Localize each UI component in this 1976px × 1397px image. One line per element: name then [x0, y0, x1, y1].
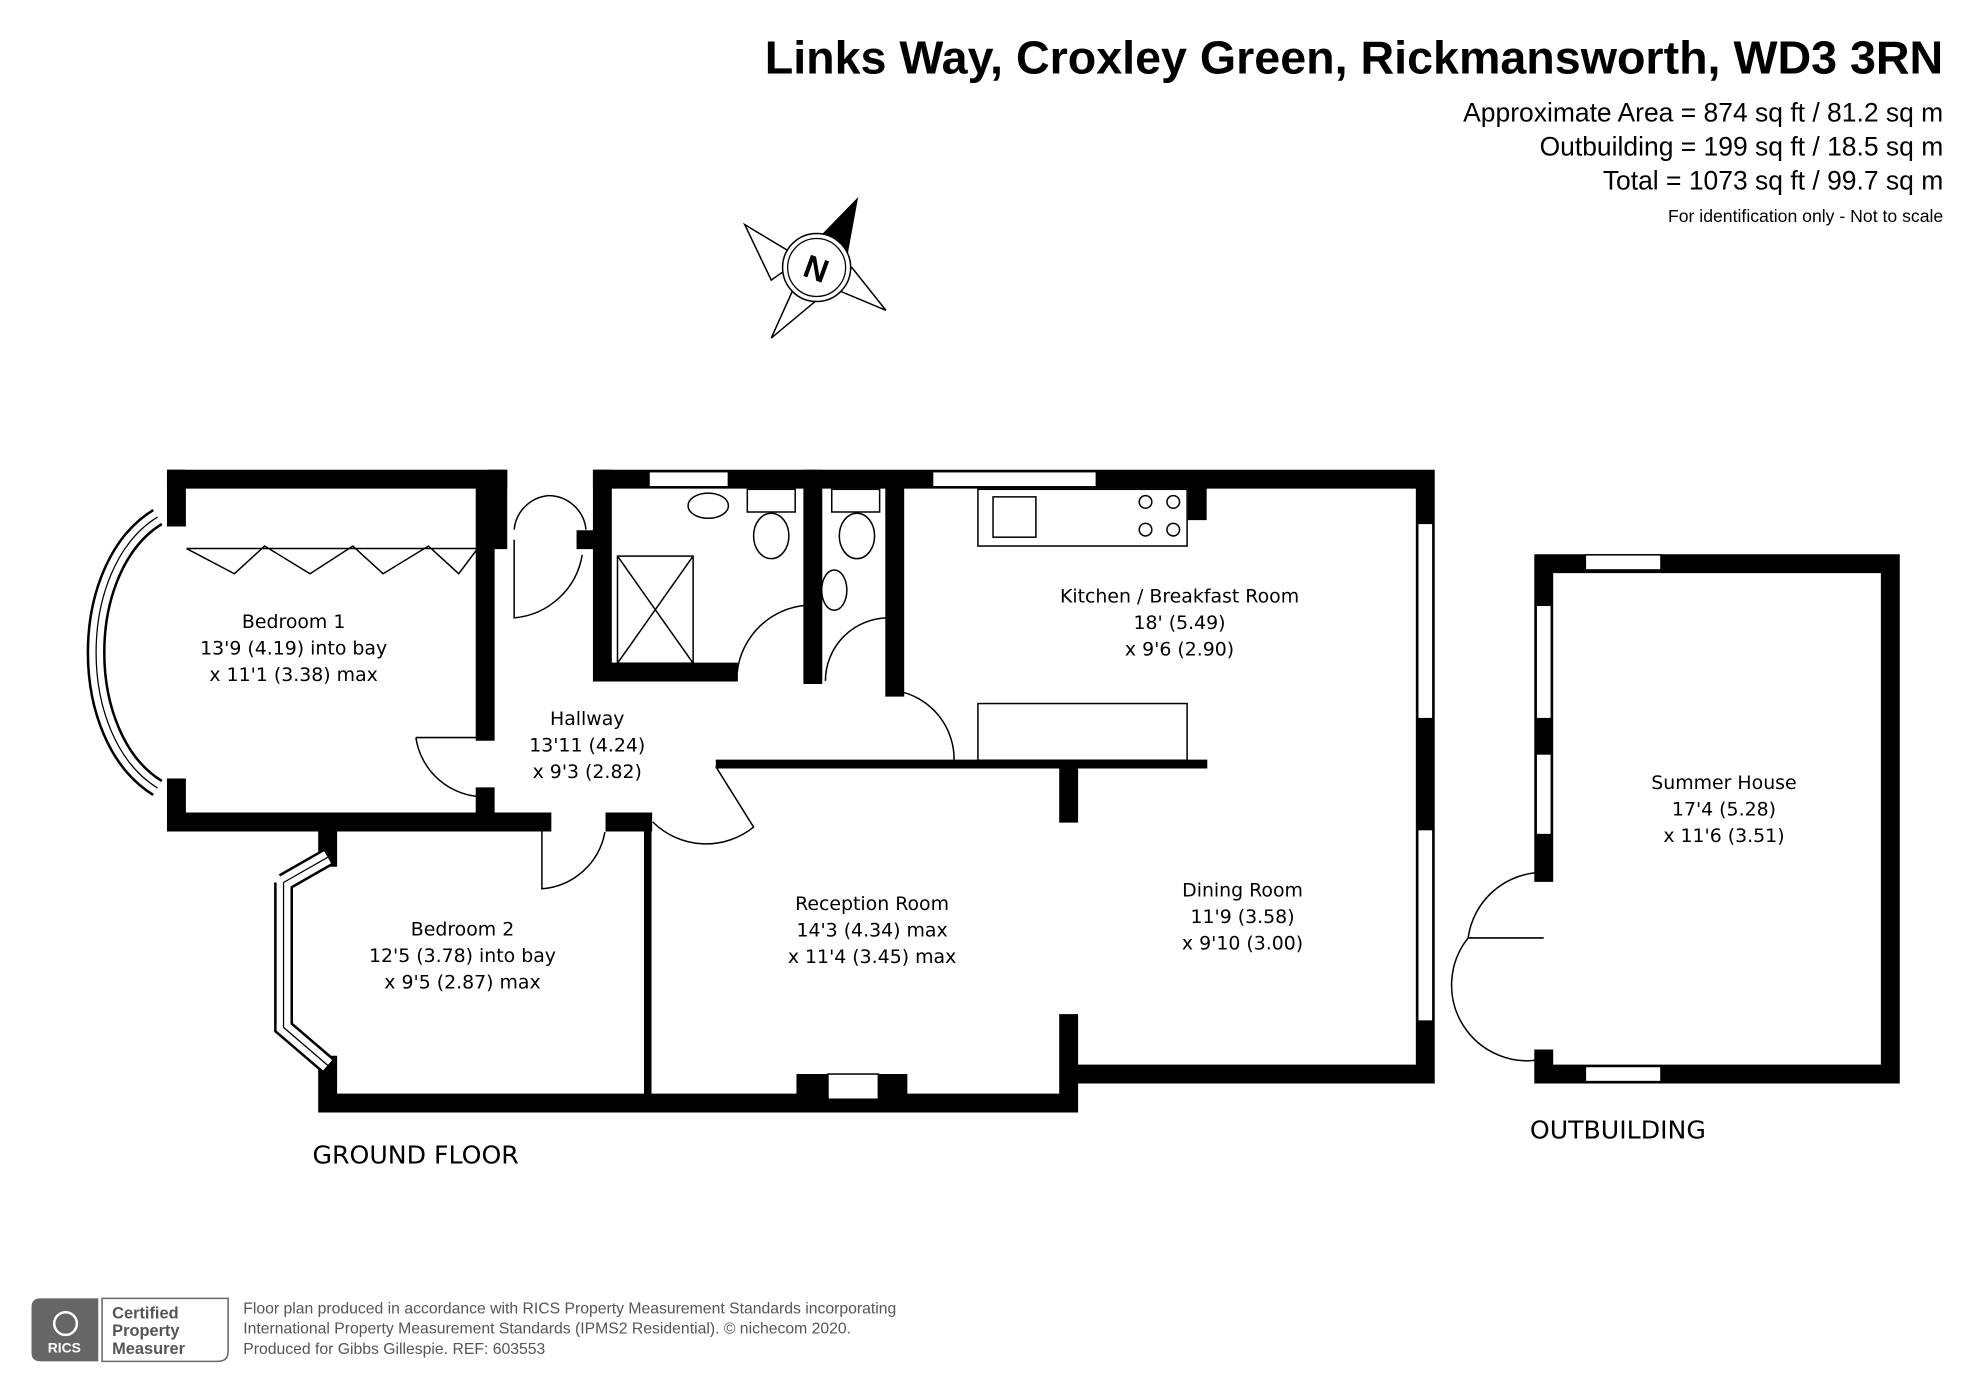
- svg-text:Summer House: Summer House: [1651, 772, 1796, 794]
- svg-text:Certified: Certified: [112, 1305, 178, 1323]
- svg-text:x 11'4 (3.45) max: x 11'4 (3.45) max: [788, 946, 956, 968]
- svg-text:Measurer: Measurer: [112, 1340, 185, 1358]
- svg-text:14'3 (4.34) max: 14'3 (4.34) max: [796, 920, 947, 942]
- room-dining: Dining Room 11'9 (3.58) x 9'10 (3.00): [1182, 879, 1303, 954]
- ground-floor-walls: [86, 469, 1435, 1113]
- svg-text:x 11'1 (3.38) max: x 11'1 (3.38) max: [209, 664, 377, 686]
- svg-text:Bedroom 1: Bedroom 1: [242, 611, 345, 633]
- svg-text:Dining Room: Dining Room: [1182, 879, 1303, 901]
- footer-line-2: International Property Measurement Stand…: [243, 1321, 851, 1338]
- svg-text:12'5 (3.78) into bay: 12'5 (3.78) into bay: [369, 945, 556, 967]
- svg-text:Bedroom 2: Bedroom 2: [411, 918, 514, 940]
- room-reception: Reception Room 14'3 (4.34) max x 11'4 (3…: [788, 893, 956, 968]
- ground-floor-label: GROUND FLOOR: [313, 1141, 519, 1170]
- room-kitchen: Kitchen / Breakfast Room 18' (5.49) x 9'…: [1060, 586, 1299, 661]
- rics-badge: RICS Certified Property Measurer: [31, 1297, 229, 1363]
- svg-text:Reception Room: Reception Room: [795, 893, 949, 915]
- room-bedroom-2: Bedroom 2 12'5 (3.78) into bay x 9'5 (2.…: [369, 918, 556, 993]
- footer-line-3: Produced for Gibbs Gillespie. REF: 60355…: [243, 1341, 545, 1358]
- room-hallway: Hallway 13'11 (4.24) x 9'3 (2.82): [529, 708, 645, 783]
- svg-text:x 11'6 (3.51): x 11'6 (3.51): [1663, 825, 1784, 847]
- footer-line-1: Floor plan produced in accordance with R…: [243, 1300, 896, 1317]
- svg-text:11'9 (3.58): 11'9 (3.58): [1191, 906, 1295, 928]
- outbuilding-area: Outbuilding = 199 sq ft / 18.5 sq m: [1540, 131, 1944, 161]
- svg-text:17'4 (5.28): 17'4 (5.28): [1672, 799, 1776, 821]
- scale-note: For identification only - Not to scale: [1668, 206, 1943, 226]
- room-bedroom-1: Bedroom 1 13'9 (4.19) into bay x 11'1 (3…: [200, 611, 387, 686]
- svg-text:x 9'10 (3.00): x 9'10 (3.00): [1182, 932, 1303, 954]
- svg-text:18' (5.49): 18' (5.49): [1134, 612, 1226, 634]
- outbuilding-walls: [1450, 554, 1900, 1084]
- room-summer-house: Summer House 17'4 (5.28) x 11'6 (3.51): [1651, 772, 1796, 847]
- svg-text:x 9'5 (2.87) max: x 9'5 (2.87) max: [384, 971, 540, 993]
- svg-text:Kitchen / Breakfast Room: Kitchen / Breakfast Room: [1060, 586, 1299, 608]
- rics-lion-icon: [52, 1310, 79, 1337]
- svg-text:Hallway: Hallway: [550, 708, 624, 730]
- approximate-area: Approximate Area = 874 sq ft / 81.2 sq m: [1463, 97, 1943, 127]
- svg-text:Property: Property: [112, 1322, 180, 1340]
- svg-text:RICS: RICS: [48, 1340, 81, 1356]
- total-area: Total = 1073 sq ft / 99.7 sq m: [1603, 165, 1943, 195]
- property-title: Links Way, Croxley Green, Rickmansworth,…: [765, 31, 1944, 83]
- outbuilding-label: OUTBUILDING: [1530, 1115, 1706, 1144]
- svg-text:13'9 (4.19) into bay: 13'9 (4.19) into bay: [200, 637, 387, 659]
- compass-icon: N: [743, 196, 887, 339]
- svg-text:x 9'3 (2.82): x 9'3 (2.82): [533, 761, 642, 783]
- svg-text:13'11 (4.24): 13'11 (4.24): [529, 734, 645, 756]
- svg-text:x 9'6 (2.90): x 9'6 (2.90): [1125, 639, 1234, 661]
